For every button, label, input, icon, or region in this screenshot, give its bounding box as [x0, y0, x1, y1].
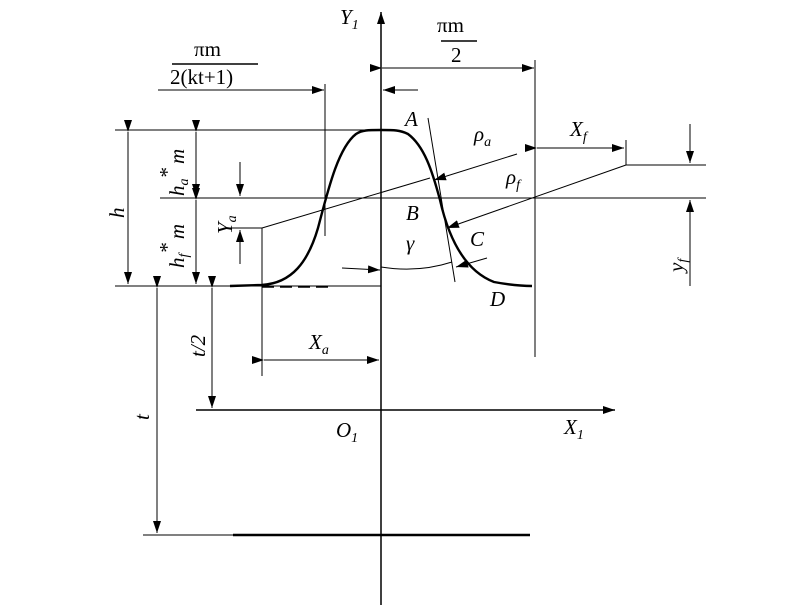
hf-label: hf*m: [155, 224, 192, 268]
ha-label: ha*m: [155, 149, 192, 196]
c-arrow: [455, 257, 488, 268]
half-pitch-numerator: πm: [437, 13, 464, 37]
origin-label: O1: [336, 418, 358, 446]
y1-axis-label: Y1: [340, 5, 359, 33]
t-label: t: [130, 413, 154, 420]
yf-label: yf: [664, 257, 691, 274]
rho-f-arrow: [446, 164, 627, 229]
xf-label: Xf: [569, 117, 589, 145]
root-pitch-numerator: πm: [194, 37, 221, 61]
x1-axis-label: X1: [563, 415, 584, 443]
point-a-label: A: [403, 107, 418, 131]
point-c-label: C: [470, 227, 485, 251]
point-b-label: B: [406, 201, 419, 225]
tangent-line: [427, 117, 456, 283]
point-d-label: D: [489, 287, 505, 311]
rho-a-label: ρa: [473, 122, 491, 150]
ya-slope-line: [261, 177, 431, 229]
rho-f-label: ρf: [505, 165, 522, 193]
gamma-arrow: [341, 265, 381, 274]
gamma-label: γ: [406, 231, 415, 255]
rho-a-arrow: [433, 153, 518, 181]
tooth-profile-curve: [229, 128, 533, 288]
root-pitch-denominator: 2(kt+1): [170, 65, 233, 89]
h-label: h: [105, 208, 129, 219]
t-half-label: t/2: [186, 334, 210, 357]
half-pitch-denominator: 2: [451, 43, 462, 67]
xa-label: Xa: [308, 330, 329, 358]
gamma-arc: [380, 261, 453, 270]
ya-label: Ya: [213, 215, 240, 234]
